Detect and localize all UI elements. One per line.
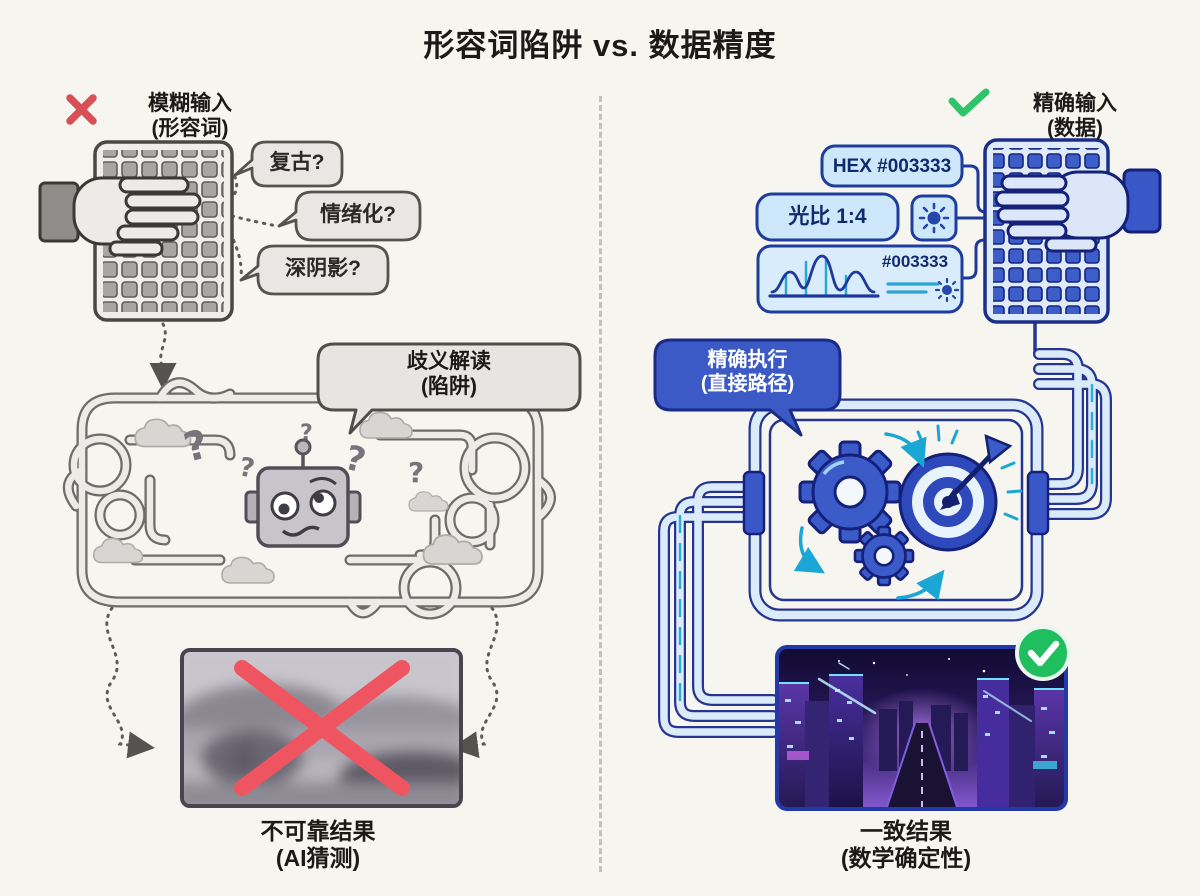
right-header-line2: (数据)	[1047, 116, 1103, 140]
right-header-line1: 精确输入	[1033, 92, 1117, 115]
target-icon	[898, 433, 1013, 552]
ambiguity-bubble	[316, 342, 582, 435]
data-pills	[755, 144, 987, 314]
right-caption-line1: 一致结果	[860, 818, 952, 844]
hex-pill-label: HEX #003333	[832, 156, 952, 177]
typing-hand-icon-left	[38, 176, 202, 257]
ratio-pill-label: 光比 1:4	[788, 205, 867, 228]
success-check-icon	[1015, 625, 1071, 681]
motion-arrows	[793, 424, 1023, 601]
svg-text:?: ?	[237, 452, 257, 484]
left-caption-line1: 不可靠结果	[260, 818, 376, 844]
left-caption: 不可靠结果 (AI猜测)	[190, 818, 446, 872]
execution-loop-box	[742, 398, 1050, 622]
ambiguity-bubble-label: 歧义解读 (陷阱)	[318, 350, 580, 400]
adjective-bubble-3-label: 深阴影?	[285, 257, 361, 280]
right-caption: 一致结果 (数学确定性)	[778, 818, 1034, 872]
pipes-loop-to-result	[658, 481, 779, 738]
unreliable-result-image	[180, 648, 463, 808]
precise-execution-bubble	[653, 338, 842, 437]
right-caption-line2: (数学确定性)	[840, 845, 972, 872]
left-header-line2: (形容词)	[151, 116, 229, 140]
center-divider	[599, 96, 602, 872]
adjective-bubble-2-label: 情绪化?	[320, 203, 396, 226]
left-header: 模糊输入 (形容词)	[110, 92, 270, 142]
maze-to-result-connectors	[105, 606, 499, 759]
x-mark-overlay	[234, 660, 410, 796]
histogram-icon	[768, 254, 940, 298]
pipes-keyboard-to-loop	[1033, 320, 1112, 520]
check-icon	[948, 88, 990, 117]
right-header: 精确输入 (数据)	[995, 92, 1155, 142]
chart-hex-label: #003333	[881, 252, 949, 271]
left-header-line1: 模糊输入	[148, 92, 232, 115]
gears-icon	[798, 440, 915, 587]
robot-icon	[244, 438, 362, 548]
ambiguity-line2: (陷阱)	[421, 374, 477, 398]
page-title: 形容词陷阱 vs. 数据精度	[423, 28, 777, 63]
adjective-bubble-1-label: 复古?	[269, 151, 325, 174]
sun-icon-small	[934, 277, 960, 303]
svg-text:?: ?	[179, 421, 213, 471]
execution-line2: (直接路径)	[700, 372, 795, 395]
maze-illustration	[62, 377, 556, 620]
sun-icon	[918, 202, 950, 234]
ambiguity-line1: 歧义解读	[407, 350, 491, 373]
consistent-result-image	[775, 645, 1068, 811]
svg-text:?: ?	[408, 456, 424, 489]
left-caption-line2: (AI猜测)	[275, 845, 361, 872]
x-icon	[66, 94, 97, 125]
typing-hand-icon-right	[994, 168, 1162, 253]
adjective-bubbles	[233, 140, 422, 296]
execution-line1: 精确执行	[707, 349, 788, 371]
execution-bubble-label: 精确执行 (直接路径)	[655, 349, 840, 396]
neon-city-illustration	[779, 649, 1064, 807]
